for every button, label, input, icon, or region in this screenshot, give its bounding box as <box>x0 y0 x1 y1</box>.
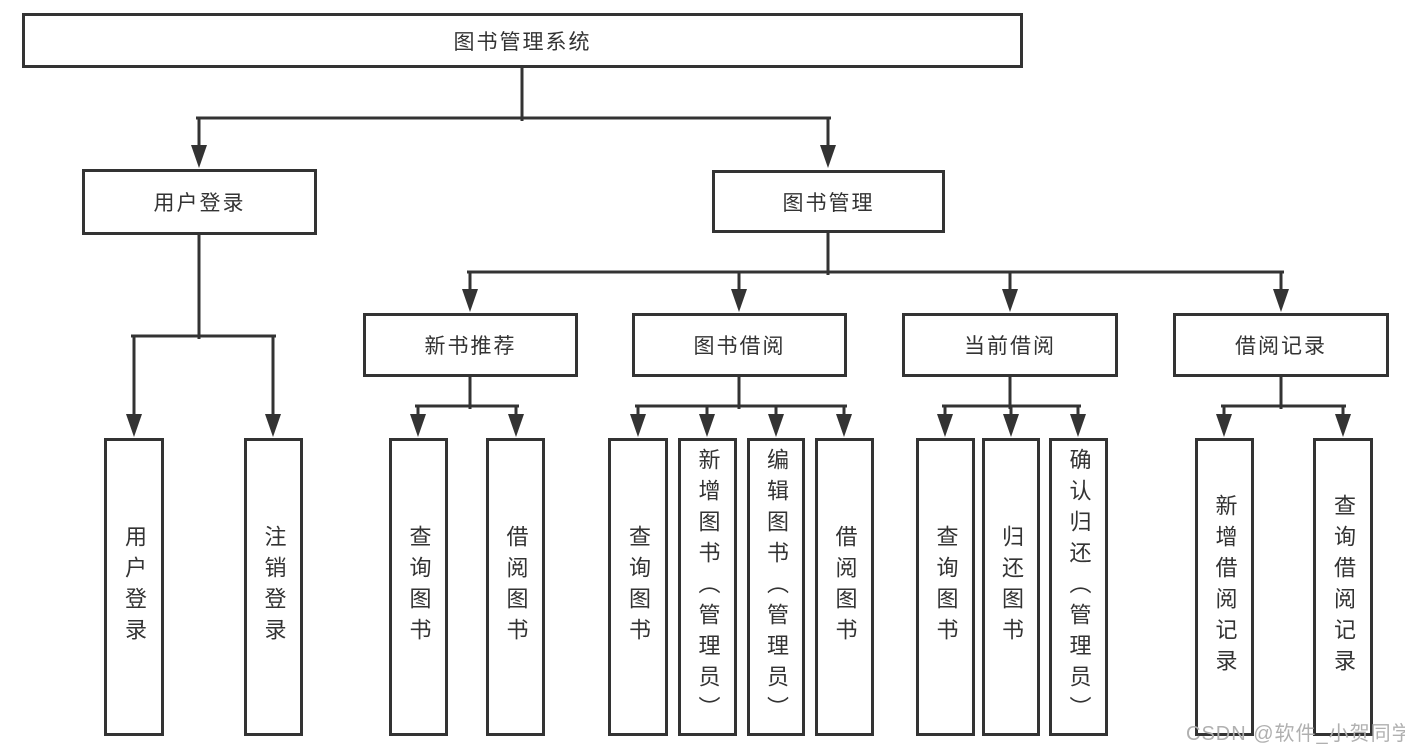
leaf-borrow-edit-book-admin: 编辑图书（管理员） <box>747 438 805 736</box>
node-user-login: 用户登录 <box>82 169 317 235</box>
csdn-watermark: CSDN @软件_小贺同学 <box>1186 723 1405 745</box>
root-node-library-system: 图书管理系统 <box>22 13 1023 68</box>
leaf-current-confirm-return-admin: 确认归还（管理员） <box>1049 438 1108 736</box>
leaf-borrow-borrow-book: 借阅图书 <box>815 438 874 736</box>
node-current-borrow: 当前借阅 <box>902 313 1118 377</box>
leaf-logout: 注销登录 <box>244 438 303 736</box>
node-borrow-record: 借阅记录 <box>1173 313 1389 377</box>
leaf-current-return-book: 归还图书 <box>982 438 1040 736</box>
leaf-record-add-borrow-record: 新增借阅记录 <box>1195 438 1254 736</box>
leaf-borrow-query-book: 查询图书 <box>608 438 668 736</box>
leaf-recommend-query-book: 查询图书 <box>389 438 448 736</box>
node-book-borrow: 图书借阅 <box>632 313 847 377</box>
leaf-record-query-borrow-record: 查询借阅记录 <box>1313 438 1373 736</box>
leaf-recommend-borrow-book: 借阅图书 <box>486 438 545 736</box>
leaf-user-login: 用户登录 <box>104 438 164 736</box>
leaf-current-query-book: 查询图书 <box>916 438 975 736</box>
node-book-management: 图书管理 <box>712 170 945 233</box>
node-new-book-recommend: 新书推荐 <box>363 313 578 377</box>
leaf-borrow-add-book-admin: 新增图书（管理员） <box>678 438 737 736</box>
